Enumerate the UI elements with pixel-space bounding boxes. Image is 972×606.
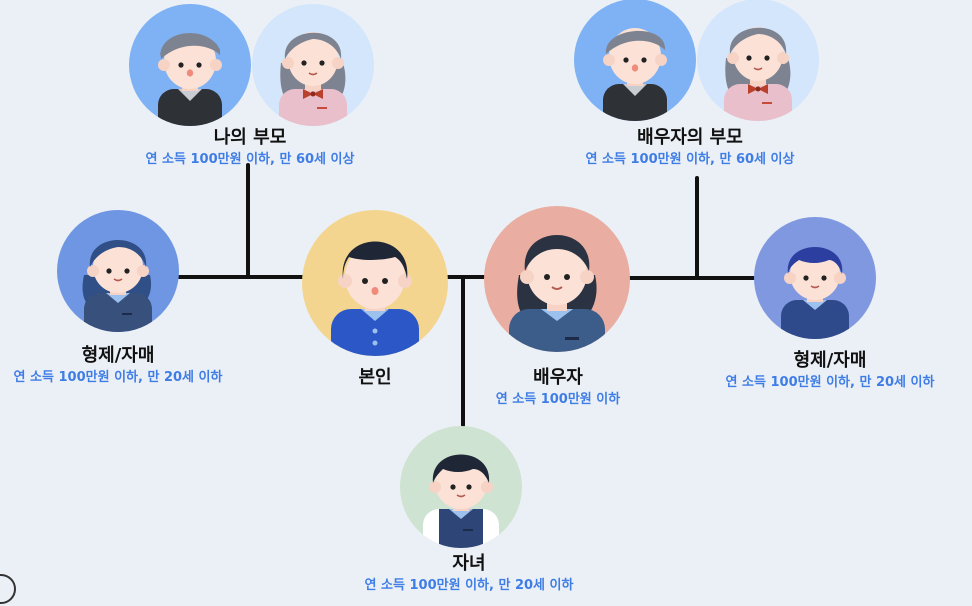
father-avatar (128, 3, 252, 127)
child-condition: 연 소득 100만원 이하, 만 20세 이하 (365, 577, 574, 595)
spouse-mother-avatar (696, 0, 820, 122)
self-name: 본인 (358, 367, 391, 389)
child-label: 자녀 연 소득 100만원 이하, 만 20세 이하 (365, 553, 574, 595)
spouse-avatar (483, 205, 631, 353)
parents-name: 나의 부모 (146, 127, 355, 149)
spouse-name: 배우자 (496, 367, 620, 389)
siblings-label: 형제/자매 연 소득 100만원 이하, 만 20세 이하 (14, 345, 223, 387)
child-avatar (399, 425, 523, 549)
sibling-right-avatar (753, 216, 877, 340)
spouse-parents-condition: 연 소득 100만원 이하, 만 60세 이상 (586, 151, 795, 169)
child-name: 자녀 (365, 553, 574, 575)
parents-label: 나의 부모 연 소득 100만원 이하, 만 60세 이상 (146, 127, 355, 169)
self-label: 본인 (358, 367, 391, 389)
spouse-siblings-label: 형제/자매 연 소득 100만원 이하, 만 20세 이하 (726, 350, 935, 392)
spouse-parents-label: 배우자의 부모 연 소득 100만원 이하, 만 60세 이상 (586, 127, 795, 169)
self-avatar (301, 209, 449, 357)
spouse-siblings-condition: 연 소득 100만원 이하, 만 20세 이하 (726, 374, 935, 392)
spouse-siblings-name: 형제/자매 (726, 350, 935, 372)
spouse-father-avatar (573, 0, 697, 122)
spouse-parents-name: 배우자의 부모 (586, 127, 795, 149)
sibling-left-avatar (56, 209, 180, 333)
siblings-name: 형제/자매 (14, 345, 223, 367)
spouse-label: 배우자 연 소득 100만원 이하 (496, 367, 620, 409)
mother-avatar (251, 3, 375, 127)
spouse-condition: 연 소득 100만원 이하 (496, 391, 620, 409)
parents-condition: 연 소득 100만원 이하, 만 60세 이상 (146, 151, 355, 169)
siblings-condition: 연 소득 100만원 이하, 만 20세 이하 (14, 369, 223, 387)
